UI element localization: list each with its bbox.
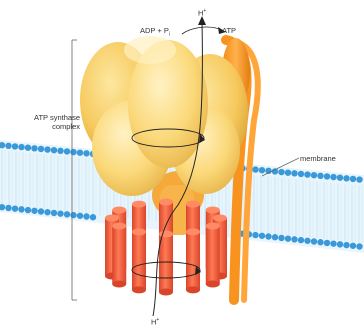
lipid-head: [285, 169, 291, 175]
lipid-head: [70, 149, 76, 155]
lipid-head: [298, 171, 304, 177]
lipid-head: [57, 210, 63, 216]
lipid-head: [77, 213, 83, 219]
lipid-head: [51, 147, 57, 153]
lipid-head: [350, 243, 356, 249]
lipid-head: [337, 174, 343, 180]
lipid-head: [317, 239, 323, 245]
lipid-head: [324, 173, 330, 179]
lipid-head: [5, 143, 11, 149]
lipid-head: [83, 213, 89, 219]
label-proton-bottom: H+: [151, 316, 159, 327]
lipid-head: [278, 169, 284, 175]
lipid-head: [64, 148, 70, 154]
c-ring-subunit: [186, 228, 200, 293]
lipid-head: [64, 211, 70, 217]
lipid-head: [83, 150, 89, 156]
lipid-head: [317, 173, 323, 179]
lipid-head: [38, 146, 44, 152]
c-ring: [105, 199, 227, 296]
f1-head: [80, 36, 248, 196]
lipid-head: [285, 235, 291, 241]
lipid-head: [38, 208, 44, 214]
lipid-head: [350, 176, 356, 182]
lipid-head: [330, 240, 336, 246]
lipid-head: [298, 237, 304, 243]
c-ring-subunit: [206, 223, 220, 288]
c-ring-subunit: [132, 228, 146, 293]
lipid-head: [311, 172, 317, 178]
lipid-head: [25, 144, 31, 150]
lipid-head: [304, 238, 310, 244]
lipid-head: [259, 167, 265, 173]
lipid-head: [252, 166, 258, 172]
label-proton-top: H+: [198, 7, 206, 18]
lipid-head: [57, 148, 63, 154]
lipid-head: [343, 242, 349, 248]
lipid-head: [337, 241, 343, 247]
label-adp-pi: ADP + Pi: [140, 26, 170, 40]
lipid-head: [44, 209, 50, 215]
lipid-head: [356, 176, 362, 182]
lipid-head: [304, 171, 310, 177]
lipid-head: [25, 207, 31, 213]
label-atp: ATP: [222, 26, 236, 35]
lipid-head: [291, 170, 297, 176]
lipid-head: [356, 243, 362, 249]
lipid-head: [330, 174, 336, 180]
lipid-head: [18, 206, 24, 212]
lipid-head: [12, 205, 18, 211]
lipid-head: [265, 233, 271, 239]
lipid-head: [278, 235, 284, 241]
lipid-head: [252, 232, 258, 238]
lipid-head: [311, 238, 317, 244]
lipid-head: [12, 143, 18, 149]
c-ring-subunit: [112, 223, 126, 288]
lipid-head: [44, 146, 50, 152]
label-membrane: membrane: [300, 154, 336, 163]
lipid-head: [31, 145, 37, 151]
lipid-head: [5, 205, 11, 211]
lipid-head: [51, 210, 57, 216]
lipid-head: [90, 214, 96, 220]
lipid-head: [343, 175, 349, 181]
lipid-head: [324, 240, 330, 246]
lipid-head: [18, 144, 24, 150]
lipid-head: [272, 234, 278, 240]
lipid-head: [31, 208, 37, 214]
lipid-head: [77, 149, 83, 155]
lipid-head: [70, 212, 76, 218]
lipid-head: [259, 233, 265, 239]
lipid-head: [291, 236, 297, 242]
lipid-head: [272, 168, 278, 174]
